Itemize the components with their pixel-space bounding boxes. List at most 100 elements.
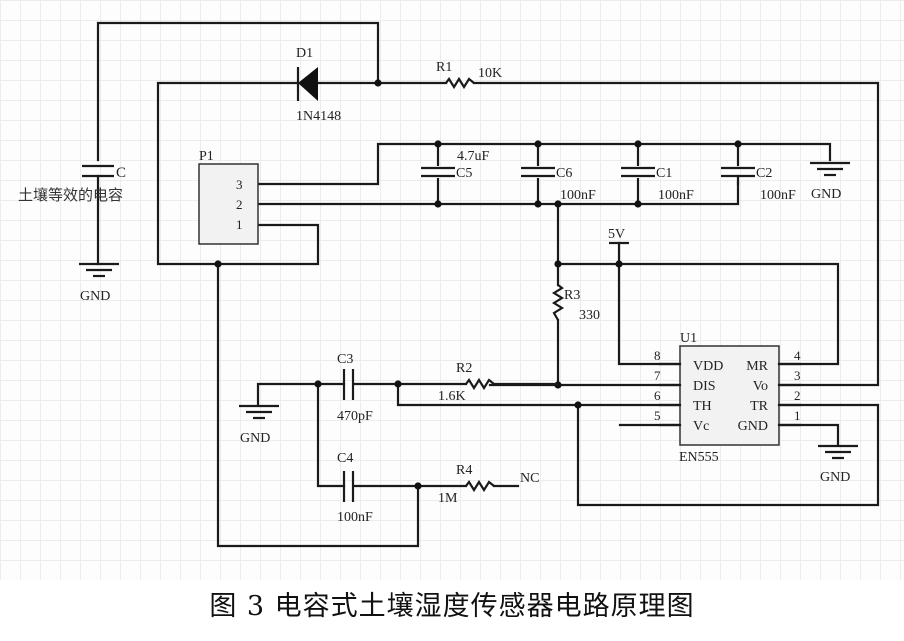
- resistor-r3: R3 330: [551, 284, 600, 323]
- capacitor-c4: C4 100nF: [337, 451, 373, 525]
- c6-ref: C6: [556, 166, 572, 181]
- resistor-r4: R4 1M NC: [438, 463, 539, 506]
- gnd-label: GND: [80, 289, 110, 304]
- wire-p1-node-c4: [216, 262, 420, 548]
- u1-pin-name: TH: [693, 399, 712, 414]
- u1-pin-name: TR: [750, 399, 769, 414]
- r4-value: 1M: [438, 491, 458, 506]
- u1-pin-name: MR: [746, 359, 768, 374]
- junctions: [214, 79, 742, 490]
- u1-pin-name: VDD: [693, 359, 723, 374]
- u1-pin-num: 3: [794, 368, 801, 383]
- capacitor-c2: C2 100nF: [721, 166, 796, 203]
- junction-dot: [214, 260, 222, 268]
- resistor-r2: R2 1.6K: [438, 361, 558, 404]
- u1-ref: U1: [680, 331, 697, 346]
- diode-d1: D1 1N4148: [296, 46, 341, 124]
- junction-dot: [434, 200, 442, 208]
- u1-pin-num: 5: [654, 408, 661, 423]
- junction-dot: [414, 482, 422, 490]
- u1-part: EN555: [679, 450, 719, 465]
- junction-dot: [554, 200, 562, 208]
- wire-diode-left: [156, 81, 320, 266]
- ic-u1: U1 EN555 8 7 6 5 VDD DIS TH Vc 4 3 2 1 M…: [654, 331, 802, 465]
- gnd-label: GND: [240, 431, 270, 446]
- c1-value: 100nF: [658, 188, 694, 203]
- capacitor-c6: C6 100nF: [520, 166, 596, 203]
- wire-c4-left: [316, 382, 346, 488]
- vcc-label: 5V: [608, 227, 625, 242]
- c5-value: 4.7uF: [457, 149, 490, 164]
- gnd-symbol-top-right: GND: [810, 161, 850, 202]
- c4-ref: C4: [337, 451, 353, 466]
- soil-cap-description: 土壤等效的电容: [18, 186, 123, 204]
- resistor-r1: R1 10K: [436, 60, 502, 90]
- wire-r1-right: [472, 81, 880, 387]
- p1-pin-2: 2: [236, 197, 243, 212]
- c4-value: 100nF: [337, 510, 373, 525]
- power-5v: 5V: [608, 227, 629, 245]
- u1-pin-num: 8: [654, 348, 661, 363]
- u1-pin-name: Vo: [753, 379, 768, 394]
- junction-dot: [634, 200, 642, 208]
- junction-dot: [534, 200, 542, 208]
- junction-dot: [374, 79, 382, 87]
- c1-ref: C1: [656, 166, 672, 181]
- u1-pin-num: 6: [654, 388, 661, 403]
- u1-pin-num: 4: [794, 348, 801, 363]
- wire-soil-cap-top: [96, 21, 380, 162]
- u1-pin-name: Vc: [693, 419, 709, 434]
- junction-dot: [554, 260, 562, 268]
- r3-value: 330: [579, 308, 600, 323]
- wire-5v-vdd: [617, 241, 682, 366]
- r2-value: 1.6K: [438, 389, 466, 404]
- p1-pin-3: 3: [236, 177, 243, 192]
- wire-th: [396, 383, 682, 407]
- connector-p1: P1 3 2 1: [198, 149, 259, 245]
- junction-dot: [634, 140, 642, 148]
- capacitor-c5: C5 4.7uF: [420, 149, 490, 181]
- r2-ref: R2: [456, 361, 472, 376]
- r4-ref: R4: [456, 463, 472, 478]
- u1-pin-name: GND: [738, 419, 768, 434]
- c3-ref: C3: [337, 352, 353, 367]
- capacitor-c3: C3 470pF: [337, 352, 373, 424]
- u1-pin-name: DIS: [693, 379, 716, 394]
- junction-dot: [734, 140, 742, 148]
- circuit-schematic: C 土壤等效的电容 GND GND GND GND D1 1N4148 R1 1…: [18, 21, 880, 548]
- soil-capacitor: C 土壤等效的电容: [18, 164, 126, 204]
- gnd-label: GND: [811, 187, 841, 202]
- u1-pin-num: 1: [794, 408, 801, 423]
- resistor-zigzag: [445, 76, 475, 90]
- d1-ref: D1: [296, 46, 313, 61]
- p1-pin-1: 1: [236, 217, 243, 232]
- r3-ref: R3: [564, 288, 580, 303]
- gnd-symbol-left: GND: [79, 262, 119, 304]
- p1-body: [198, 163, 259, 245]
- nc-label: NC: [520, 471, 539, 486]
- wires: [96, 21, 880, 548]
- junction-dot: [434, 140, 442, 148]
- schematic-grid: [0, 0, 904, 580]
- c6-value: 100nF: [560, 188, 596, 203]
- junction-dot: [534, 140, 542, 148]
- wire-p1-pin3: [257, 142, 832, 186]
- resistor-zigzag: [551, 284, 565, 321]
- u1-body: [679, 345, 780, 446]
- capacitor-c1: C1 100nF: [620, 166, 694, 203]
- r1-ref: R1: [436, 60, 452, 75]
- c2-ref: C2: [756, 166, 772, 181]
- diode-triangle: [298, 67, 318, 101]
- figure-caption: 图 3 电容式土壤湿度传感器电路原理图: [209, 591, 695, 622]
- resistor-zigzag: [465, 479, 495, 493]
- junction-dot: [615, 260, 623, 268]
- gnd-label: GND: [820, 470, 850, 485]
- junction-dot: [574, 401, 582, 409]
- wire-tr-loop: [576, 403, 880, 507]
- p1-ref: P1: [199, 149, 214, 164]
- u1-pin-num: 2: [794, 388, 801, 403]
- c5-ref: C5: [456, 166, 472, 181]
- gnd-symbol-c3: GND: [239, 404, 279, 446]
- c2-value: 100nF: [760, 188, 796, 203]
- r1-value: 10K: [478, 66, 502, 81]
